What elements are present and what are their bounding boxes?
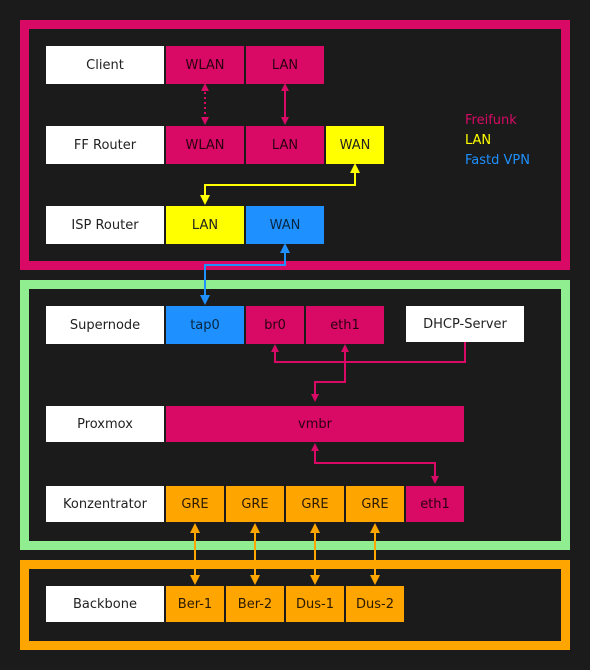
supernode-tap0-port: tap0 xyxy=(166,306,244,344)
wire-eth1-vmbr xyxy=(311,344,349,402)
ff-router-wlan-port: WLAN xyxy=(166,126,244,164)
backbone-zone-frame xyxy=(20,560,570,650)
backbone-dus1-node: Dus-1 xyxy=(286,586,344,622)
legend: Freifunk LAN Fastd VPN xyxy=(465,111,530,171)
supernode-eth1-port: eth1 xyxy=(306,306,384,344)
dhcp-server-box: DHCP-Server xyxy=(406,306,524,342)
legend-freifunk: Freifunk xyxy=(465,113,517,128)
freifunk-zone-frame xyxy=(20,20,570,270)
konzentrator-gre-port-1: GRE xyxy=(166,486,224,522)
backbone-label: Backbone xyxy=(46,586,164,622)
proxmox-vmbr-bridge: vmbr xyxy=(166,406,464,442)
konzentrator-eth1-port: eth1 xyxy=(406,486,464,522)
proxmox-label: Proxmox xyxy=(46,406,164,442)
backbone-dus2-node: Dus-2 xyxy=(346,586,404,622)
konzentrator-gre-port-2: GRE xyxy=(226,486,284,522)
client-label: Client xyxy=(46,46,164,84)
ff-router-wan-port: WAN xyxy=(326,126,384,164)
isp-router-lan-port: LAN xyxy=(166,206,244,244)
ff-router-label: FF Router xyxy=(46,126,164,164)
client-wlan-port: WLAN xyxy=(166,46,244,84)
supernode-br0-port: br0 xyxy=(246,306,304,344)
ff-router-lan-port: LAN xyxy=(246,126,324,164)
legend-vpn: Fastd VPN xyxy=(465,153,530,168)
isp-router-label: ISP Router xyxy=(46,206,164,244)
wire-ff-wan-isp-lan xyxy=(200,163,360,205)
legend-lan: LAN xyxy=(465,133,492,148)
wire-isp-wan-tap0 xyxy=(200,243,290,305)
konzentrator-label: Konzentrator xyxy=(46,486,164,522)
client-lan-port: LAN xyxy=(246,46,324,84)
supernode-label: Supernode xyxy=(46,306,164,344)
backbone-ber1-node: Ber-1 xyxy=(166,586,224,622)
konzentrator-gre-port-4: GRE xyxy=(346,486,404,522)
gateway-zone-frame xyxy=(20,280,570,550)
isp-router-wan-port: WAN xyxy=(246,206,324,244)
backbone-ber2-node: Ber-2 xyxy=(226,586,284,622)
wire-vmbr-konz-eth1 xyxy=(311,443,439,484)
wire-br0-dhcp xyxy=(271,342,466,363)
konzentrator-gre-port-3: GRE xyxy=(286,486,344,522)
